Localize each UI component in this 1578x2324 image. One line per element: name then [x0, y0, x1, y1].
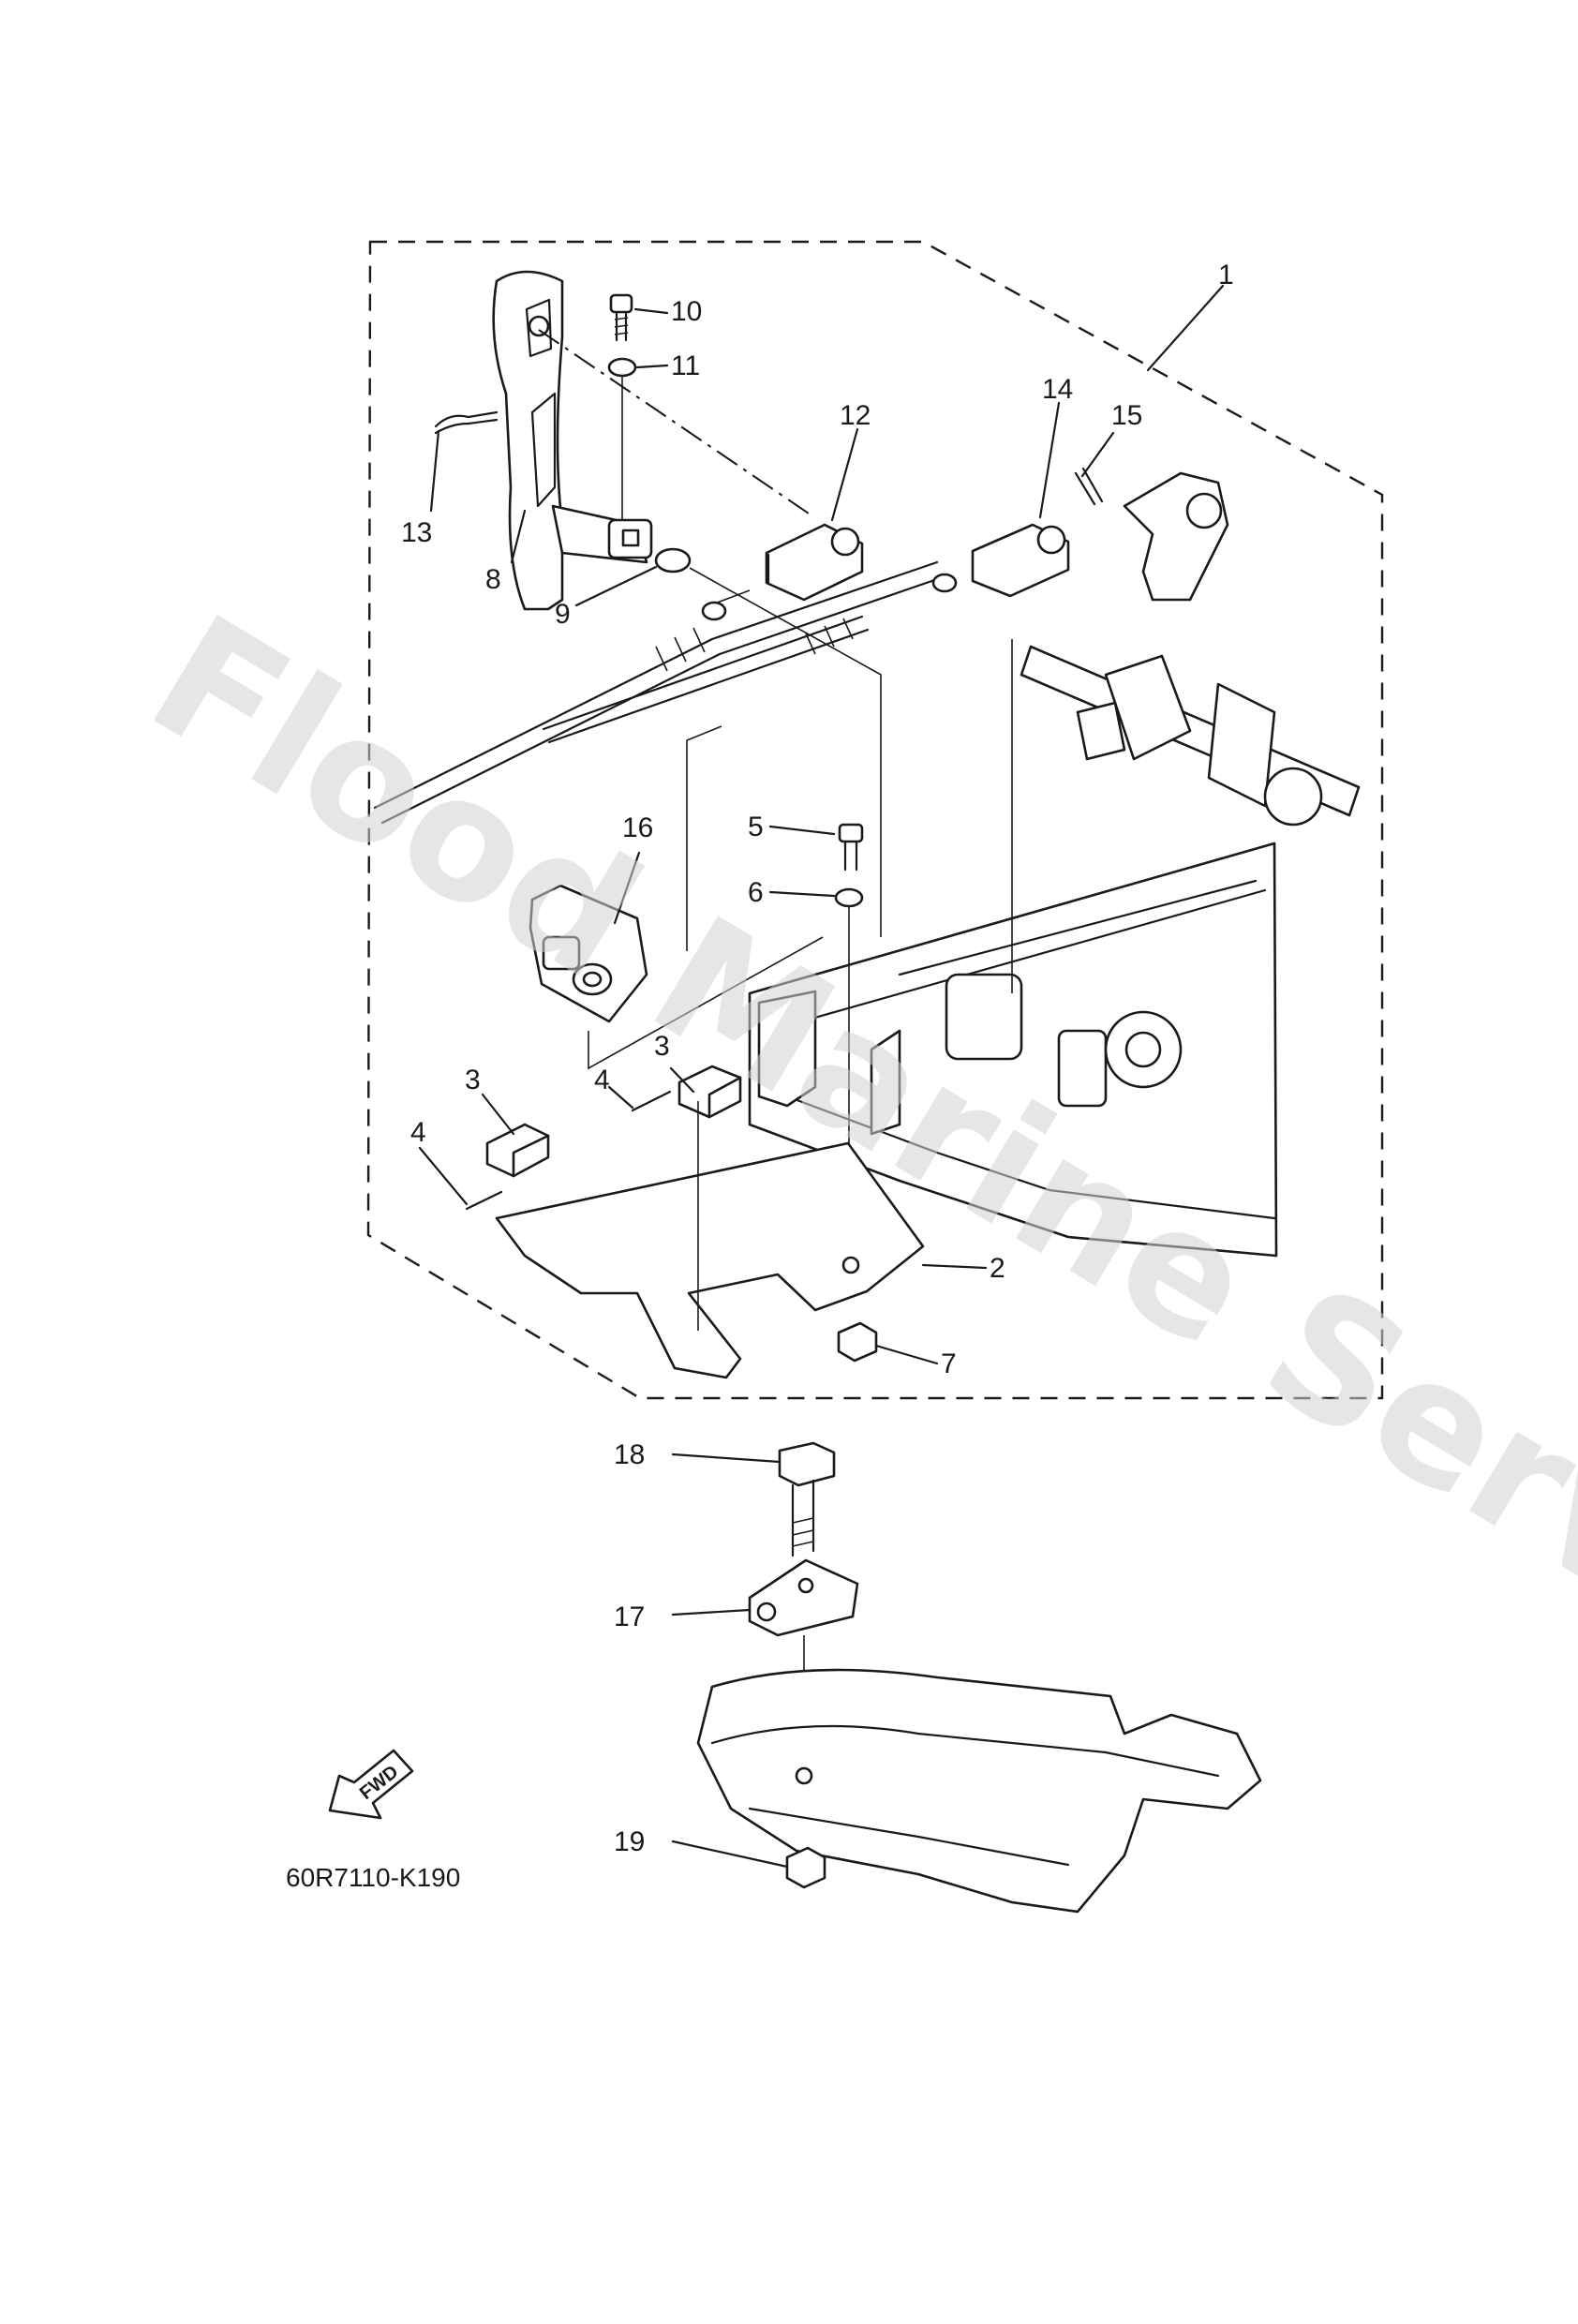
lower-cowling-bracket	[696, 1668, 1262, 1914]
pin-4-right	[631, 1090, 672, 1112]
cotter-pin-13	[434, 410, 499, 435]
callout-7: 7	[941, 1348, 957, 1379]
throttle-lever	[1123, 471, 1229, 602]
cotter-pin-15	[1074, 467, 1104, 506]
callout-11: 11	[671, 350, 700, 381]
o-ring-9	[654, 547, 692, 574]
callout-9: 9	[555, 599, 571, 630]
nut-19	[785, 1846, 826, 1889]
callout-13: 13	[401, 517, 432, 548]
callout-17: 17	[614, 1601, 645, 1632]
nut-throttle	[931, 573, 958, 593]
callout-6: 6	[748, 877, 764, 908]
callout-1: 1	[1218, 260, 1234, 290]
callout-4-left: 4	[410, 1117, 426, 1148]
bracket-3-left	[485, 1123, 550, 1178]
bracket-17	[748, 1558, 859, 1637]
cable-joint-14	[971, 523, 1070, 598]
callout-19: 19	[614, 1826, 645, 1857]
shift-lever	[492, 270, 653, 611]
nut-shift	[701, 601, 727, 621]
shift-shaft	[1020, 645, 1361, 827]
pin-4-left	[465, 1190, 503, 1211]
cable-joint-12	[765, 523, 864, 602]
fwd-arrow-icon: FWD	[328, 1749, 414, 1820]
leader-lines	[418, 284, 1225, 1869]
callout-18: 18	[614, 1439, 645, 1470]
callout-8: 8	[485, 564, 501, 595]
bracket-3-right	[677, 1065, 742, 1119]
assembly-boundary	[366, 240, 1384, 1400]
callout-5: 5	[748, 812, 764, 842]
mounting-plate-2	[495, 1141, 925, 1379]
washer-11	[607, 357, 637, 378]
washer-6	[834, 887, 864, 908]
callout-3-left: 3	[465, 1065, 481, 1095]
cable-holder-16	[528, 884, 648, 1023]
callout-16: 16	[622, 812, 653, 843]
bolt-10	[609, 293, 633, 342]
bolt-18	[778, 1441, 836, 1557]
callout-2: 2	[990, 1253, 1005, 1284]
screw-5	[838, 823, 864, 872]
callout-12: 12	[840, 400, 871, 431]
callout-10: 10	[671, 296, 702, 327]
diagram-code: 60R7110-K190	[286, 1863, 460, 1892]
callout-14: 14	[1042, 374, 1073, 405]
bottom-cowling	[748, 842, 1278, 1258]
nut-7	[837, 1321, 878, 1363]
throttle-cable	[542, 615, 870, 744]
callout-15: 15	[1111, 400, 1142, 431]
shift-cable	[373, 560, 945, 825]
callout-4-right: 4	[594, 1065, 610, 1095]
callout-3-right: 3	[654, 1031, 670, 1062]
